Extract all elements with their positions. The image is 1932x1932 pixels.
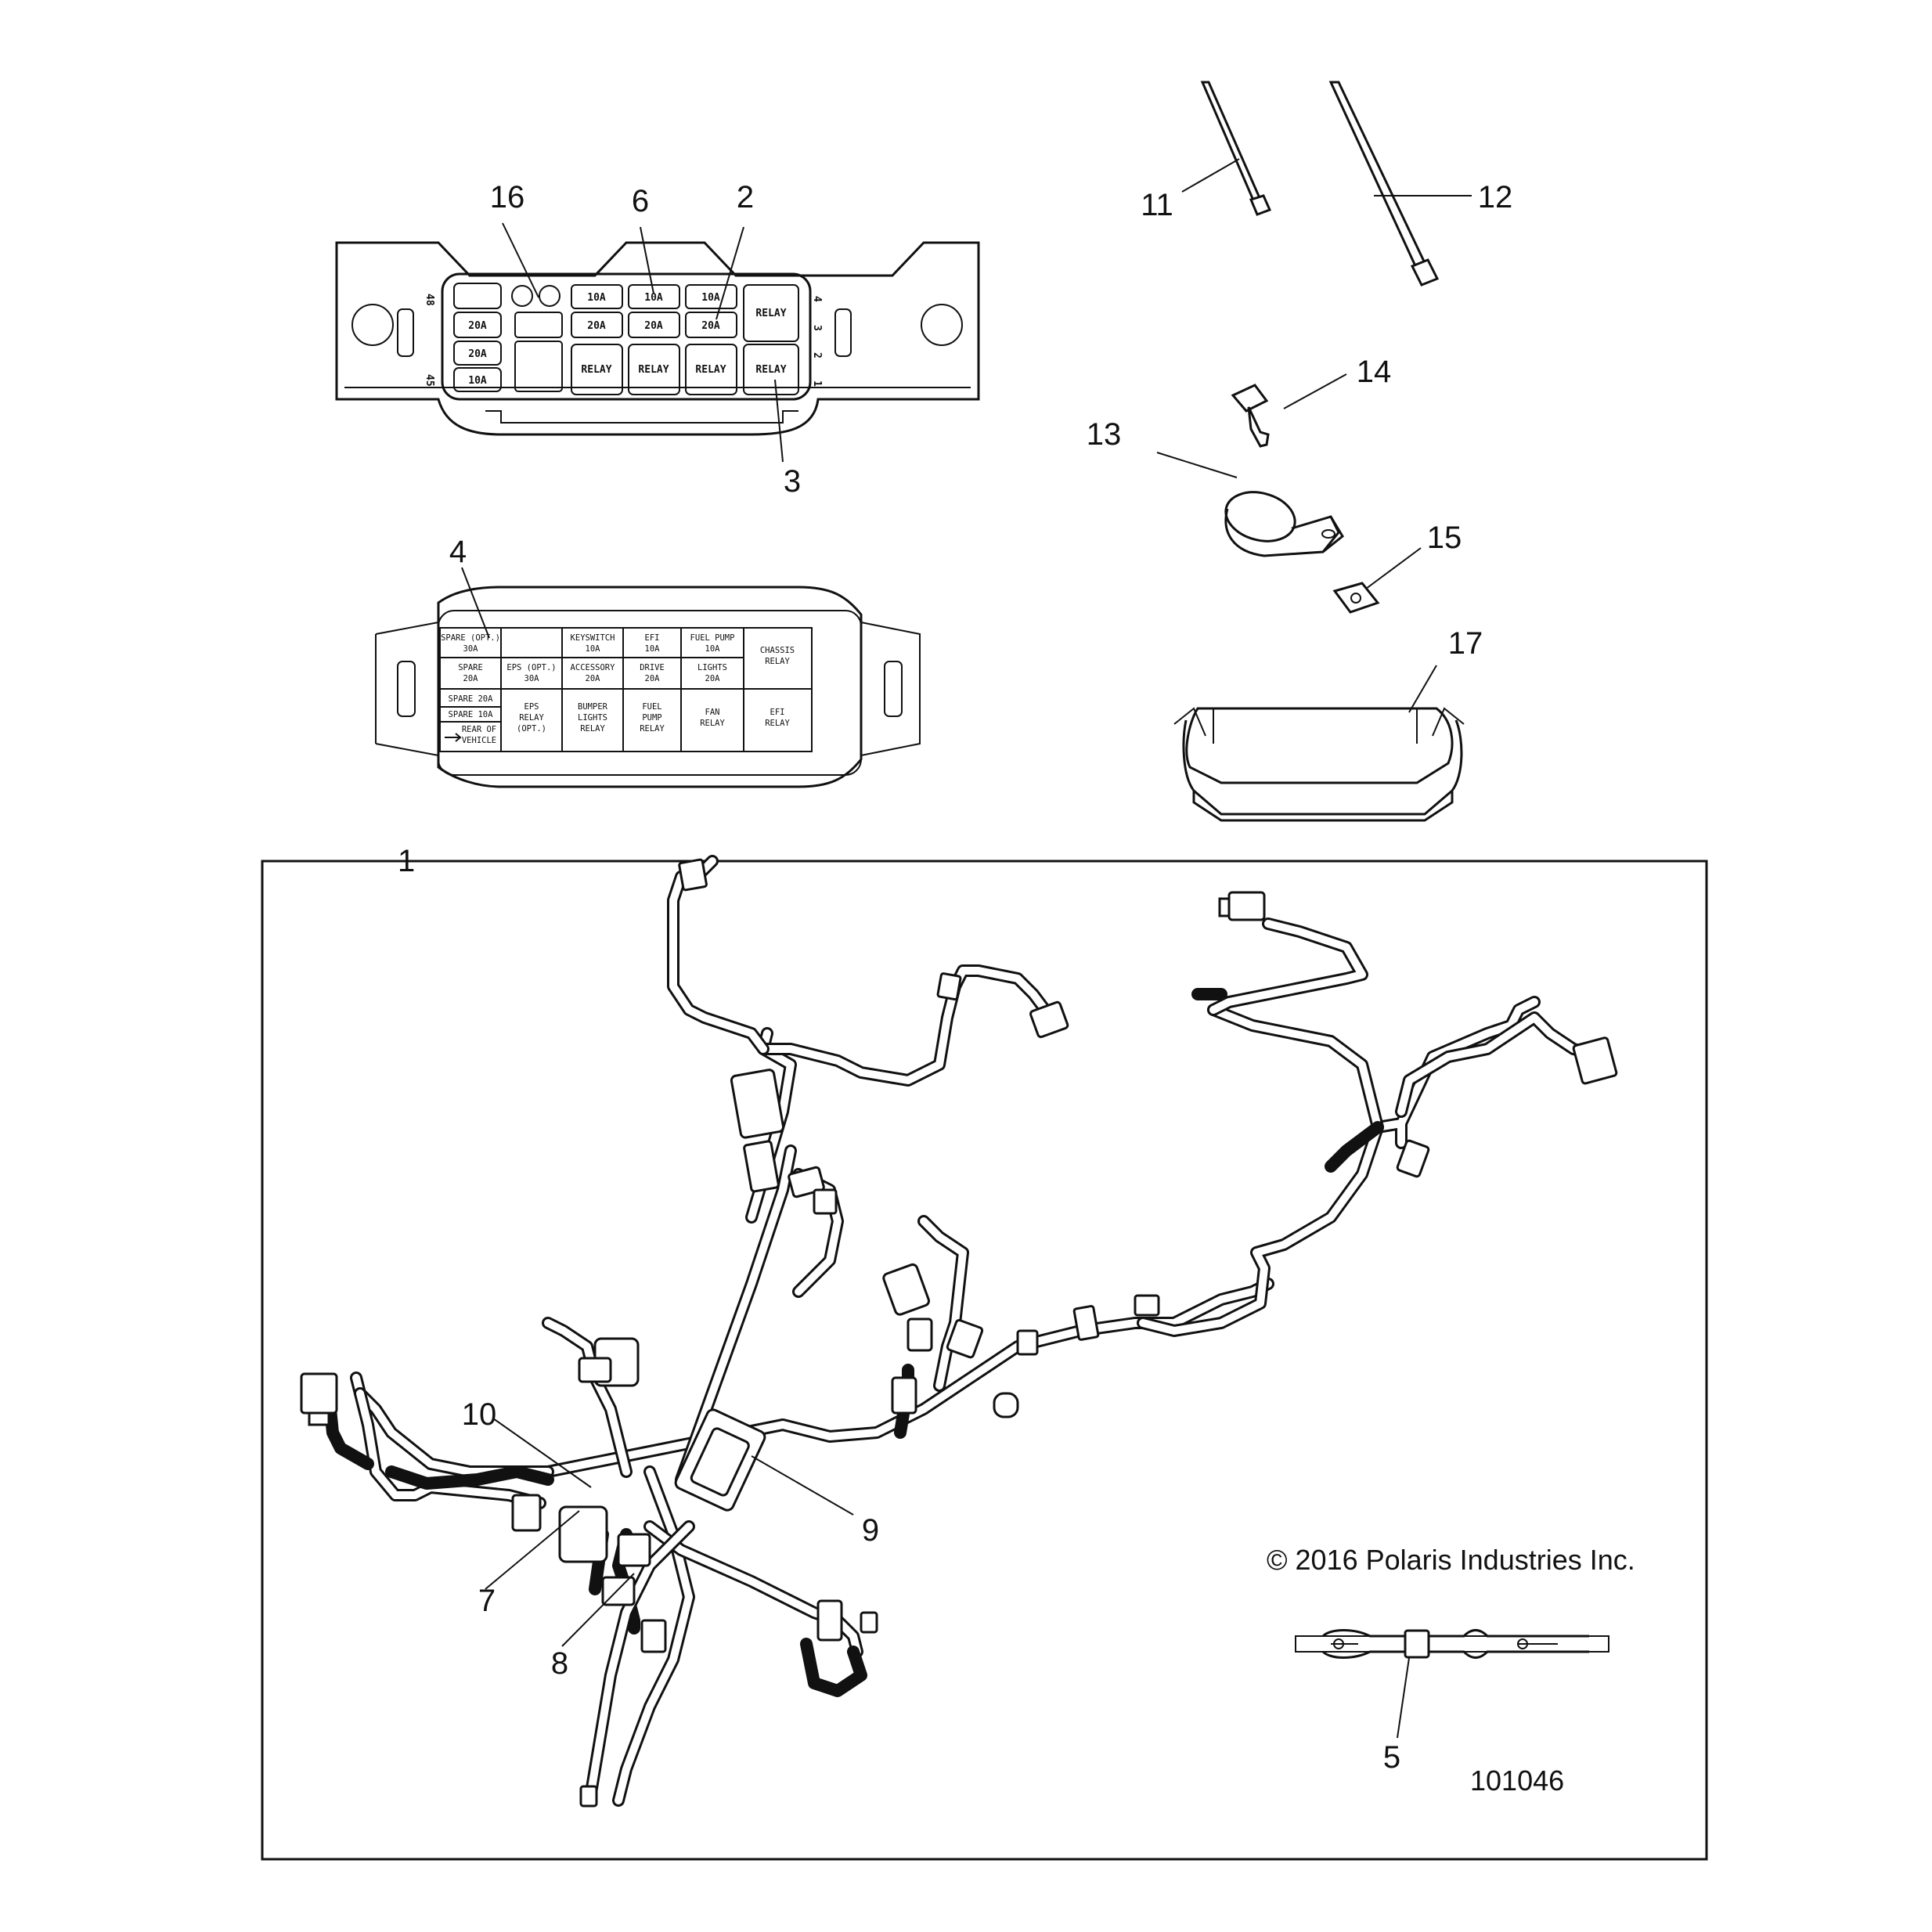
svg-text:2: 2 — [811, 352, 823, 359]
callout-17: 17 — [1448, 626, 1483, 661]
svg-text:4: 4 — [811, 296, 823, 302]
svg-text:RELAY: RELAY — [765, 719, 790, 728]
callout-15: 15 — [1427, 521, 1462, 555]
relay-label: RELAY — [695, 364, 726, 376]
callout-1: 1 — [398, 844, 415, 878]
svg-text:SPARE 20A: SPARE 20A — [449, 694, 494, 704]
svg-text:EFI: EFI — [770, 708, 785, 717]
harness-frame — [261, 860, 1708, 1861]
svg-text:10A: 10A — [705, 644, 721, 654]
svg-text:BUMPER: BUMPER — [578, 702, 608, 712]
callout-9: 9 — [862, 1513, 879, 1548]
callout-8: 8 — [551, 1646, 568, 1681]
fuse-label: 10A — [468, 375, 487, 387]
svg-text:EFI: EFI — [645, 633, 660, 643]
copyright-text: © 2016 Polaris Industries Inc. — [1267, 1544, 1635, 1576]
svg-text:FUEL: FUEL — [642, 702, 661, 712]
fuse-box-lid — [1173, 707, 1465, 822]
p-clamp — [1224, 491, 1344, 557]
svg-text:EPS: EPS — [524, 702, 539, 712]
svg-text:SPARE 10A: SPARE 10A — [449, 710, 494, 719]
svg-text:RELAY: RELAY — [765, 657, 790, 666]
fuse-label: 20A — [587, 320, 606, 332]
svg-text:PUMP: PUMP — [642, 713, 661, 723]
speed-nut — [1332, 582, 1380, 614]
svg-text:20A: 20A — [463, 674, 479, 683]
fuse-label: 10A — [701, 292, 720, 304]
fuse-label: 20A — [644, 320, 663, 332]
fuse-label: 10A — [587, 292, 606, 304]
row-numbers: 4 3 2 1 48 45 — [424, 294, 823, 387]
svg-text:10A: 10A — [586, 644, 601, 654]
callout-6: 6 — [632, 184, 649, 218]
svg-text:EPS (OPT.): EPS (OPT.) — [506, 663, 556, 672]
svg-text:DRIVE: DRIVE — [640, 663, 665, 672]
relay-label: RELAY — [755, 308, 786, 319]
callout-5: 5 — [1383, 1740, 1400, 1775]
svg-text:(OPT.): (OPT.) — [517, 724, 546, 734]
fuse-box: 10A 10A 10A RELAY 20A 20A 20A 20A 20A 10… — [335, 241, 980, 436]
svg-text:CHASSIS: CHASSIS — [760, 646, 795, 655]
svg-text:20A: 20A — [705, 674, 721, 683]
svg-text:RELAY: RELAY — [640, 724, 665, 734]
svg-text:1: 1 — [811, 380, 823, 387]
callout-2: 2 — [737, 180, 754, 214]
cable-tie-large — [1328, 81, 1440, 287]
svg-text:FUEL PUMP: FUEL PUMP — [690, 633, 735, 643]
callout-16: 16 — [490, 180, 525, 214]
diagram-id: 101046 — [1470, 1764, 1564, 1797]
svg-text:ACCESSORY: ACCESSORY — [571, 663, 616, 672]
callout-numbers: 1 2 3 4 5 6 7 8 9 10 11 12 13 14 15 16 1… — [398, 180, 1512, 1775]
fuse-label: 20A — [468, 320, 487, 332]
svg-text:FAN: FAN — [705, 708, 720, 717]
jumper-fuse — [1295, 1629, 1609, 1659]
harness-connectors — [300, 858, 1618, 1808]
relay-label: RELAY — [638, 364, 669, 376]
bolt — [1231, 384, 1270, 448]
svg-text:KEYSWITCH: KEYSWITCH — [571, 633, 615, 643]
svg-text:3: 3 — [811, 325, 823, 331]
relay-label: RELAY — [755, 364, 786, 376]
leader-lines — [461, 158, 1472, 1739]
cable-tie-small — [1200, 81, 1272, 216]
fuse-label: 20A — [468, 348, 487, 360]
fuse-label: 20A — [701, 320, 720, 332]
svg-text:30A: 30A — [463, 644, 479, 654]
svg-text:SPARE (OPT.): SPARE (OPT.) — [441, 633, 500, 643]
callout-11: 11 — [1141, 188, 1173, 222]
svg-text:VEHICLE: VEHICLE — [462, 736, 496, 745]
side-number: 45 — [424, 374, 435, 387]
fuse-label: 10A — [644, 292, 663, 304]
svg-text:20A: 20A — [645, 674, 661, 683]
callout-3: 3 — [784, 464, 801, 499]
svg-text:20A: 20A — [586, 674, 601, 683]
svg-text:LIGHTS: LIGHTS — [697, 663, 727, 672]
svg-text:RELAY: RELAY — [700, 719, 725, 728]
callout-12: 12 — [1478, 180, 1513, 214]
callout-7: 7 — [478, 1584, 496, 1618]
svg-text:RELAY: RELAY — [519, 713, 544, 723]
callout-13: 13 — [1087, 417, 1122, 452]
svg-text:REAR OF: REAR OF — [462, 725, 496, 734]
callout-10: 10 — [462, 1397, 497, 1432]
svg-text:RELAY: RELAY — [580, 724, 605, 734]
callout-14: 14 — [1357, 355, 1392, 389]
side-number: 48 — [424, 294, 435, 306]
svg-text:LIGHTS: LIGHTS — [578, 713, 607, 723]
cover-label-table: SPARE (OPT.) 30A SPARE 20A SPARE 20A SPA… — [439, 627, 813, 752]
svg-text:10A: 10A — [645, 644, 661, 654]
svg-text:30A: 30A — [524, 674, 540, 683]
relay-label: RELAY — [581, 364, 611, 376]
fuse-grid: 10A 10A 10A RELAY 20A 20A 20A 20A 20A 10… — [453, 283, 799, 395]
svg-text:SPARE: SPARE — [458, 663, 483, 672]
fuse-box-cover: SPARE (OPT.) 30A SPARE 20A SPARE 20A SPA… — [375, 586, 921, 788]
callout-4: 4 — [449, 535, 467, 569]
